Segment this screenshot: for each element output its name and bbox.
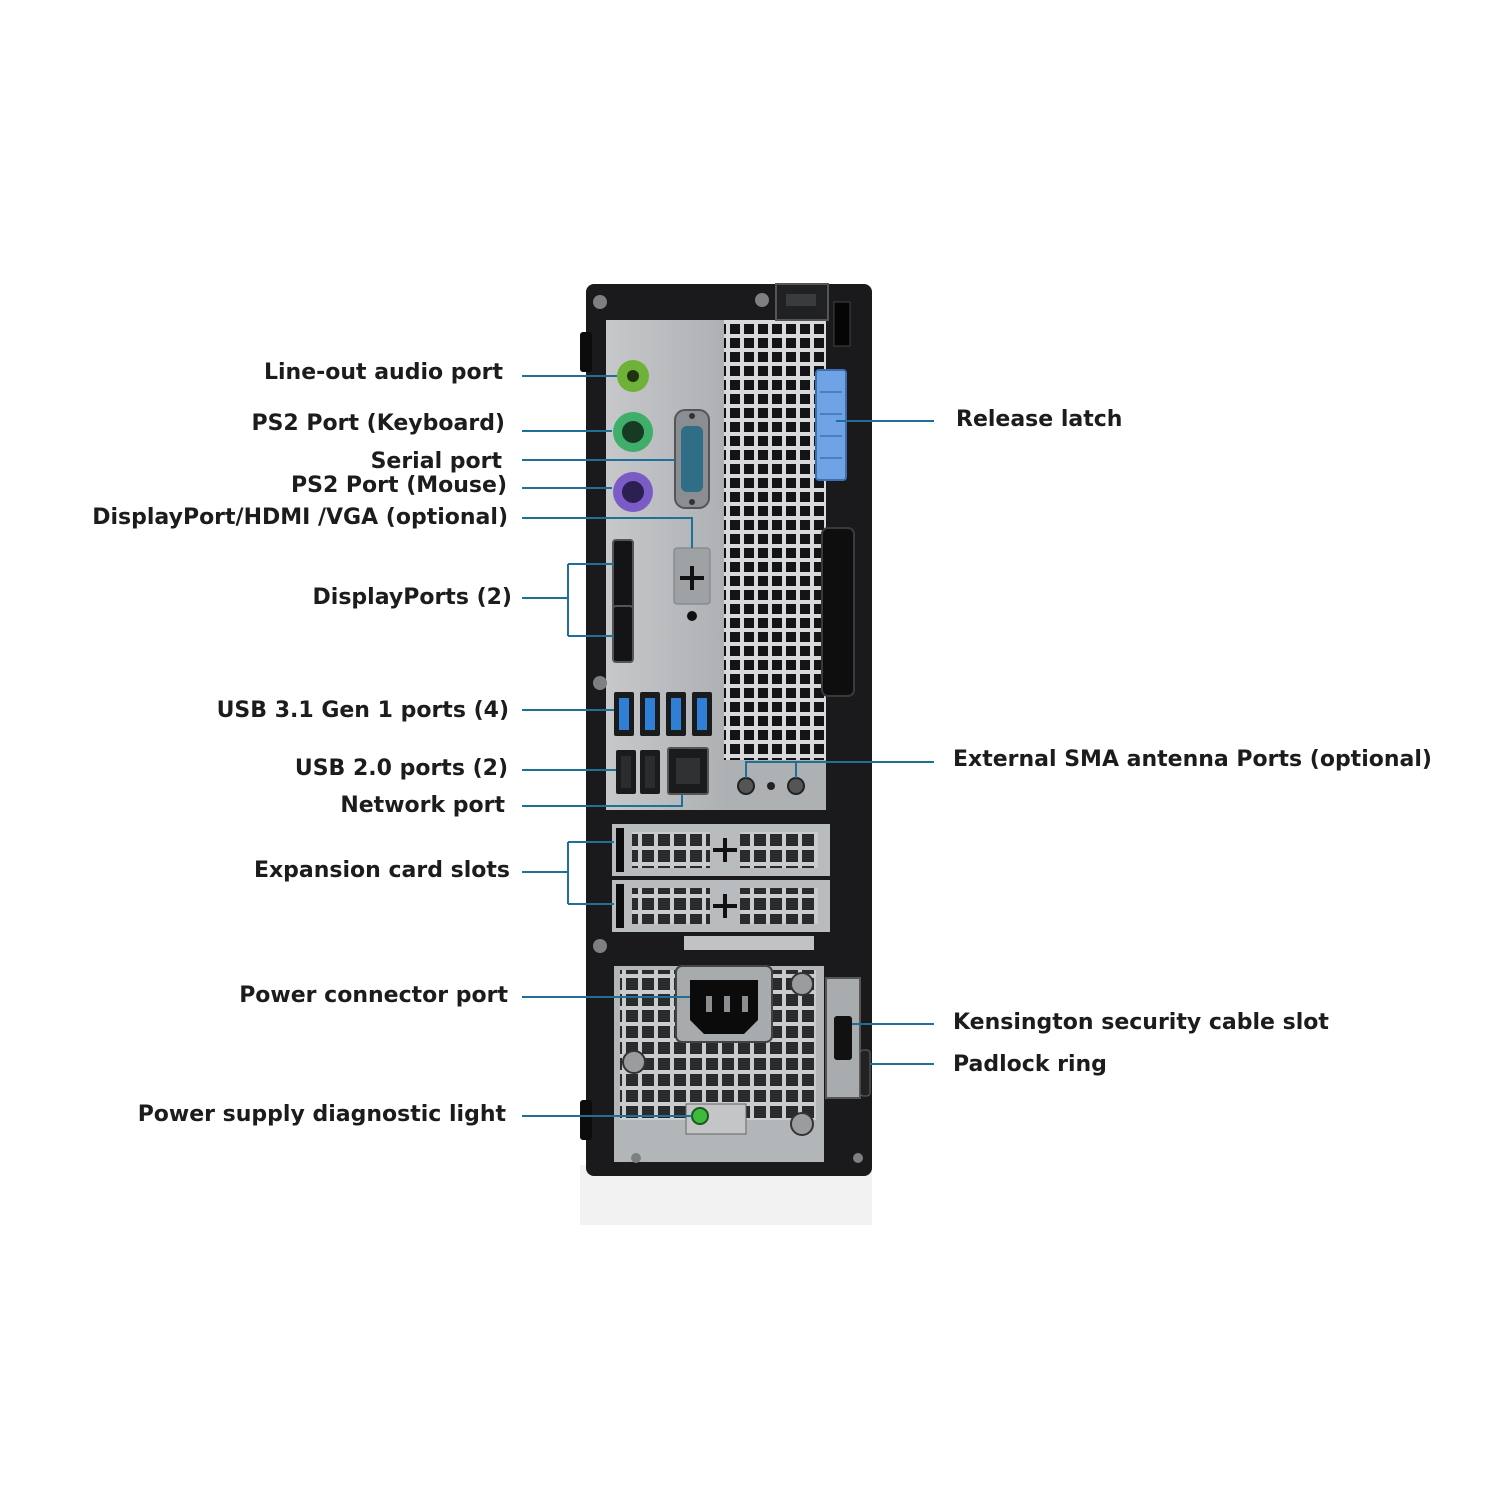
expansion-slot-2-slit (616, 884, 624, 928)
power-pin (706, 996, 712, 1012)
ps2-keyboard-socket (622, 421, 644, 443)
serial-port-pins (681, 426, 703, 492)
top-handle-slot (786, 294, 816, 306)
power-pin (724, 996, 730, 1012)
leader-network (522, 794, 683, 807)
usb31-tongue (645, 698, 655, 730)
leader-lines (522, 375, 934, 1117)
ps2-mouse-socket (622, 481, 644, 503)
label-expansion: Expansion card slots (253, 858, 510, 883)
label-padlock: Padlock ring (953, 1052, 1107, 1077)
side-clip (580, 332, 592, 372)
label-ps2-keyboard: PS2 Port (Keyboard) (251, 411, 505, 436)
screw (631, 1153, 641, 1163)
expansion-slot-1-vent (740, 832, 818, 868)
psu-screw (790, 972, 814, 996)
expansion-slot-2-vent (740, 888, 818, 924)
displayport-2 (612, 605, 634, 663)
label-power-connector: Power connector port (239, 983, 508, 1008)
psu-diagnostic-light (691, 1107, 709, 1125)
screw (689, 499, 695, 505)
expansion-slot-1-vent (632, 832, 710, 868)
padlock-ring (859, 1049, 871, 1097)
screw (755, 293, 769, 307)
release-latch (815, 369, 847, 481)
usb31-tongue (697, 698, 707, 730)
pull-handle (821, 527, 855, 697)
leader-displayports (522, 563, 614, 637)
kensington-slot (834, 1016, 852, 1060)
label-usb20: USB 2.0 ports (2) (294, 756, 508, 781)
screw (593, 676, 607, 690)
label-serial: Serial port (370, 449, 502, 474)
label-ps2-mouse: PS2 Port (Mouse) (291, 473, 507, 498)
usb20-tongue (621, 756, 631, 788)
usb20-tongue (645, 756, 655, 788)
screw (853, 1153, 863, 1163)
line-out-hole (627, 370, 639, 382)
psu-screw (790, 1112, 814, 1136)
ventilation-grill (724, 320, 826, 760)
screw (593, 939, 607, 953)
psu-screw (622, 1050, 646, 1074)
label-sma: External SMA antenna Ports (optional) (953, 747, 1432, 772)
label-video-optional: DisplayPort/HDMI /VGA (optional) (92, 505, 508, 530)
leader-expansion (522, 841, 614, 905)
screw (593, 295, 607, 309)
expansion-slot-1-slit (616, 828, 624, 872)
label-psu-light: Power supply diagnostic light (137, 1102, 506, 1127)
screw-hole (767, 782, 775, 790)
label-network: Network port (340, 793, 505, 818)
screw-hole (687, 611, 697, 621)
label-displayports: DisplayPorts (2) (312, 585, 512, 610)
leader-video-optional (522, 517, 693, 548)
network-socket (676, 758, 700, 784)
usb31-tongue (619, 698, 629, 730)
latch-slot (833, 301, 851, 347)
label-release-latch: Release latch (956, 407, 1123, 432)
slot-cover (684, 936, 814, 950)
sma-port-2 (787, 777, 805, 795)
leader-sma (745, 761, 934, 778)
label-kensington: Kensington security cable slot (953, 1010, 1329, 1035)
label-usb31: USB 3.1 Gen 1 ports (4) (216, 698, 509, 723)
screw (689, 413, 695, 419)
power-pin (742, 996, 748, 1012)
expansion-slot-2-vent (632, 888, 710, 924)
label-line-out: Line-out audio port (263, 360, 503, 385)
sma-port-1 (737, 777, 755, 795)
usb31-tongue (671, 698, 681, 730)
side-clip (580, 1100, 592, 1140)
